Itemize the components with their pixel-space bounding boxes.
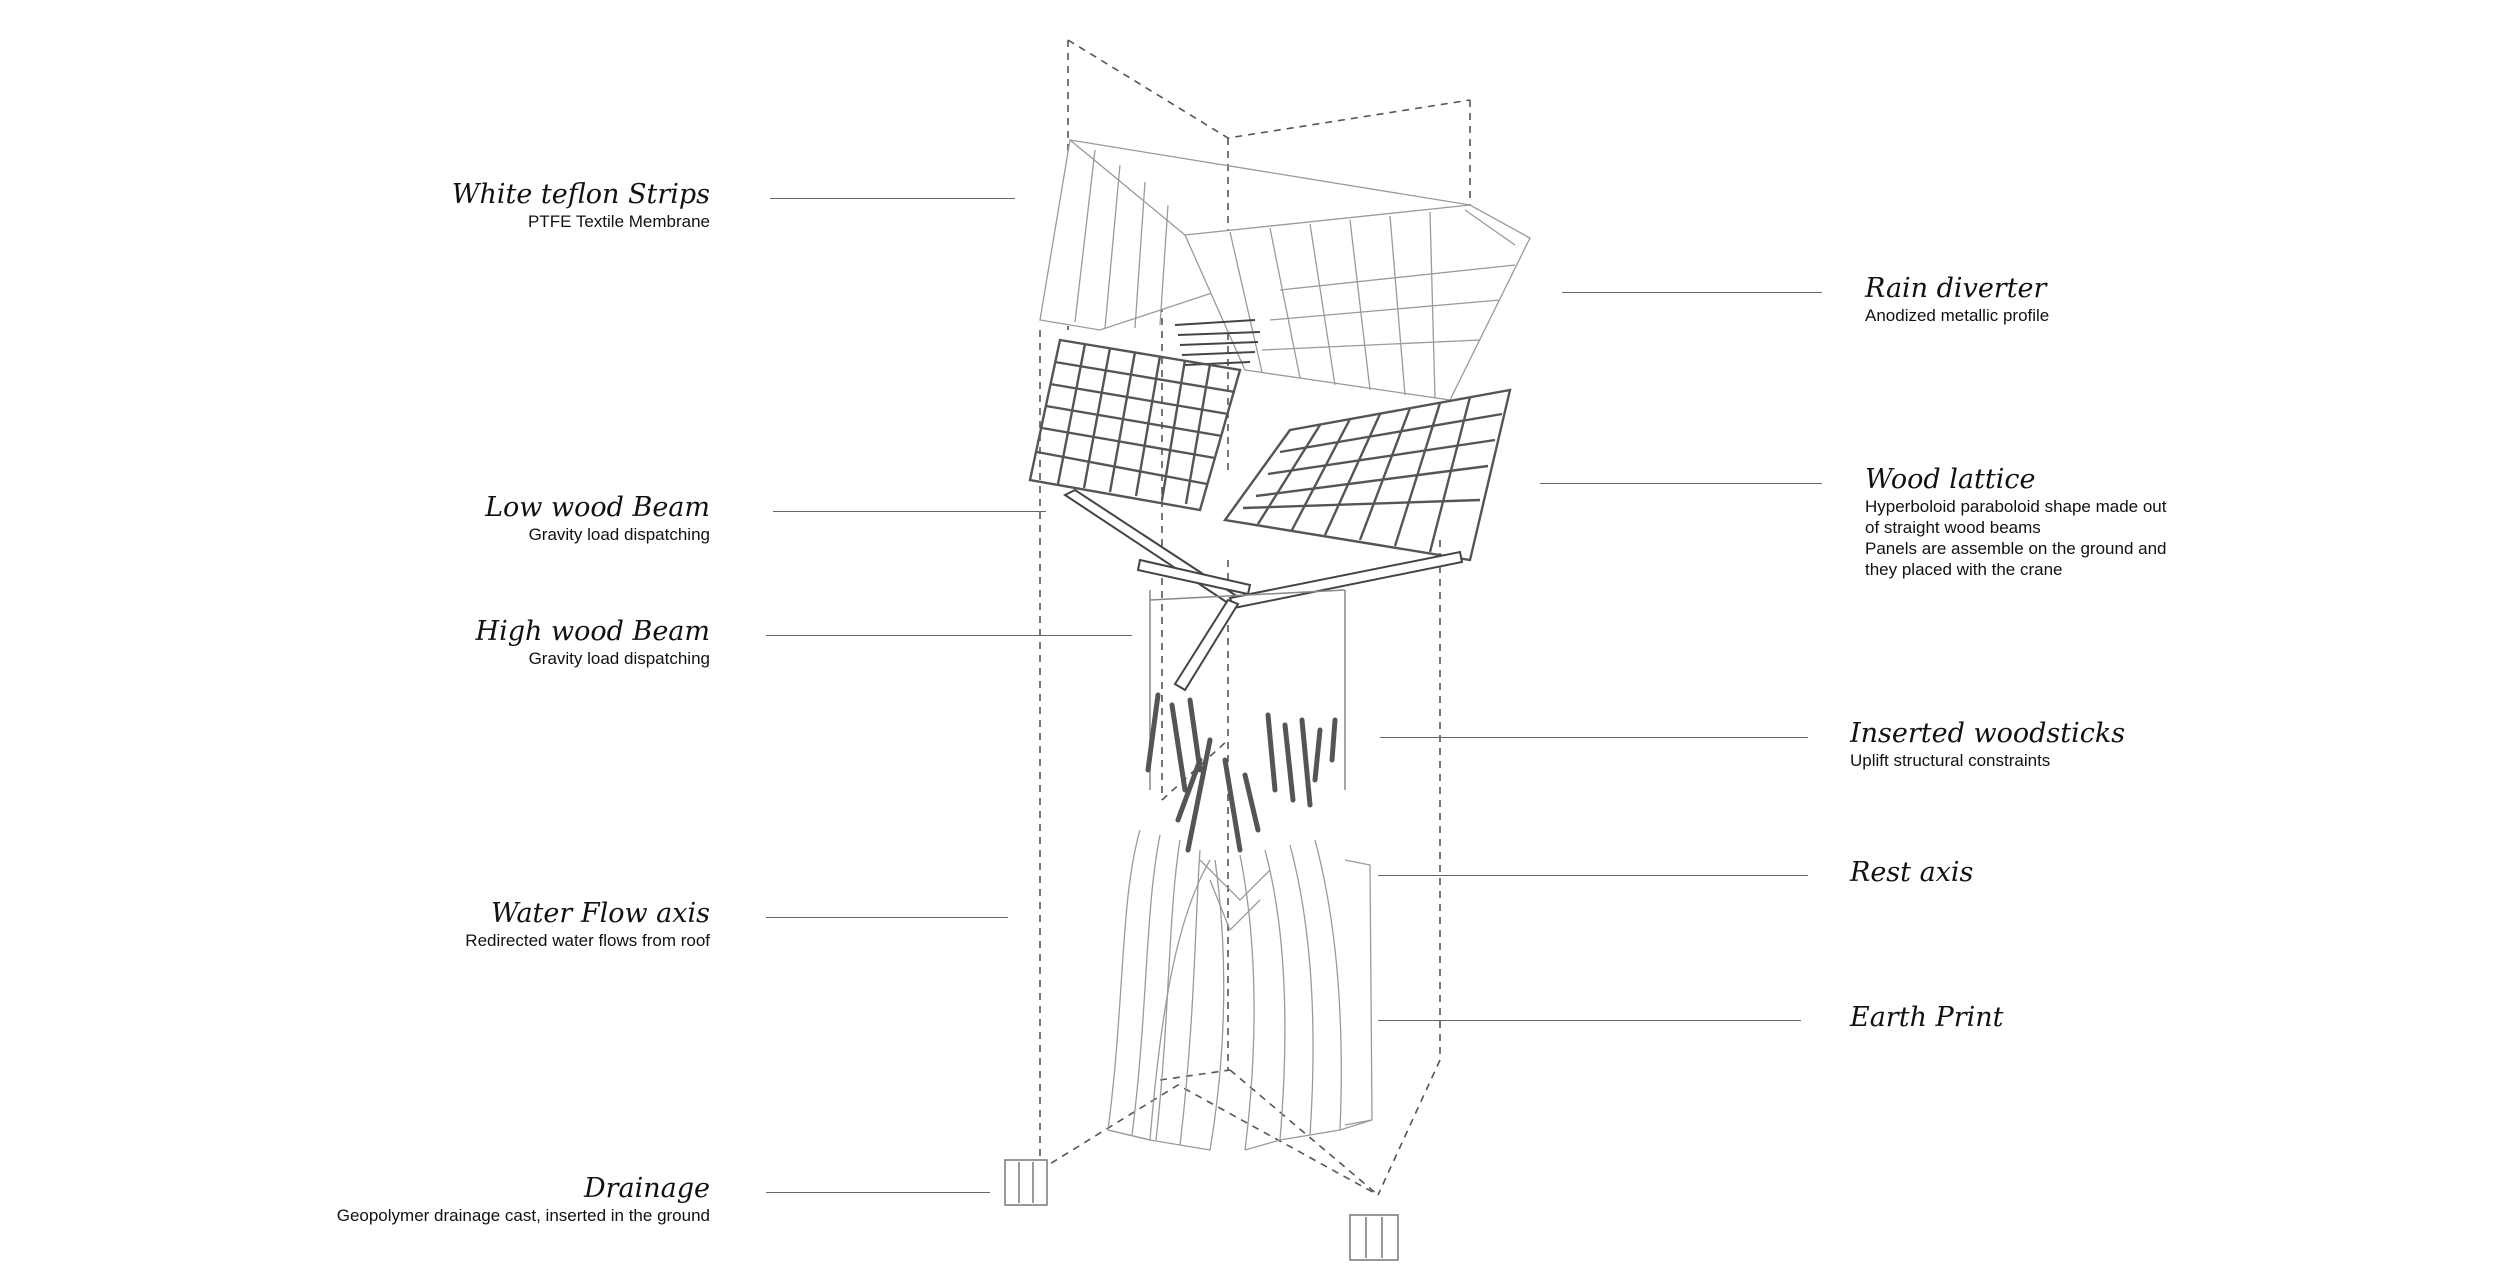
label-desc: Gravity load dispatching (528, 649, 710, 668)
rain-diverter (1174, 319, 1261, 366)
label-title: High wood Beam (475, 616, 710, 647)
label-white-teflon-strips: White teflon Strips PTFE Textile Membran… (452, 179, 710, 232)
label-desc: PTFE Textile Membrane (527, 212, 710, 231)
label-desc: Geopolymer drainage cast, inserted in th… (336, 1206, 710, 1225)
label-title: Inserted woodsticks (1850, 718, 2126, 749)
leader-low-beam (773, 511, 1046, 512)
label-drainage: Drainage Geopolymer drainage cast, inser… (337, 1173, 710, 1226)
label-title: White teflon Strips (451, 179, 710, 210)
leader-rain-diverter (1562, 292, 1822, 293)
label-desc: Anodized metallic profile (1865, 306, 2050, 325)
leader-white-teflon (770, 198, 1015, 199)
teflon-roof-membrane (1039, 138, 1531, 401)
label-title: Drainage (583, 1173, 710, 1204)
label-title: Water Flow axis (491, 898, 710, 929)
label-earth-print: Earth Print (1850, 1002, 2003, 1034)
label-high-wood-beam: High wood Beam Gravity load dispatching (476, 616, 710, 669)
earth-print-column (1107, 829, 1373, 1151)
leader-rest-axis (1378, 875, 1808, 876)
label-title: Low wood Beam (485, 492, 710, 523)
label-title: Wood lattice (1865, 464, 2036, 495)
leader-drainage (766, 1192, 990, 1193)
label-rest-axis: Rest axis (1850, 857, 1973, 889)
label-desc-line: they placed with the crane (1865, 560, 2063, 579)
label-title: Rain diverter (1865, 273, 2047, 304)
label-desc: Uplift structural constraints (1850, 751, 2051, 770)
leader-woodsticks (1380, 737, 1808, 738)
leader-water-flow (766, 917, 1008, 918)
inserted-woodsticks (1145, 692, 1338, 853)
wood-lattice-right (1222, 388, 1512, 562)
leader-high-beam (766, 635, 1132, 636)
label-inserted-woodsticks: Inserted woodsticks Uplift structural co… (1850, 718, 2125, 771)
label-title: Rest axis (1850, 857, 1974, 888)
label-desc: Redirected water flows from roof (465, 931, 710, 950)
label-water-flow-axis: Water Flow axis Redirected water flows f… (465, 898, 710, 951)
label-title: Earth Print (1850, 1002, 2004, 1033)
drainage-cast (1004, 1159, 1399, 1261)
label-desc-line: of straight wood beams (1865, 518, 2041, 537)
low-wood-beam (1063, 488, 1464, 692)
leader-earth-print (1378, 1020, 1801, 1021)
label-low-wood-beam: Low wood Beam Gravity load dispatching (485, 492, 710, 545)
label-wood-lattice: Wood lattice Hyperboloid paraboloid shap… (1865, 464, 2166, 580)
label-rain-diverter: Rain diverter Anodized metallic profile (1865, 273, 2049, 326)
wood-lattice-left (1028, 338, 1242, 512)
leader-wood-lattice (1540, 483, 1822, 484)
label-desc-line: Panels are assemble on the ground and (1865, 539, 2167, 558)
label-desc-line: Hyperboloid paraboloid shape made out (1865, 497, 2167, 516)
label-desc: Gravity load dispatching (528, 525, 710, 544)
